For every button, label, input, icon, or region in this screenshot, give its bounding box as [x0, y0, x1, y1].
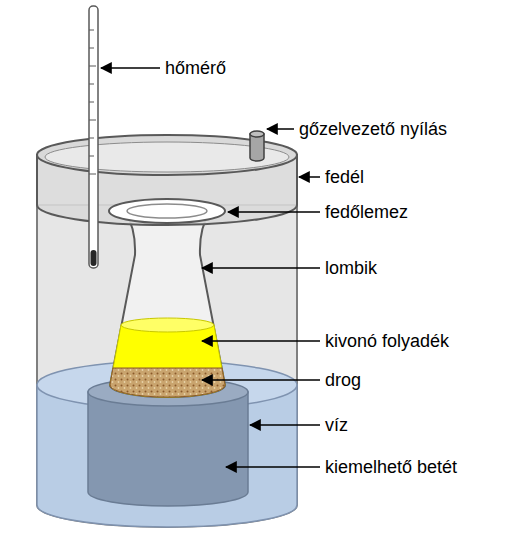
thermometer	[89, 6, 98, 268]
part-label: gőzelvezető nyílás	[299, 118, 447, 140]
cover-plate	[109, 199, 225, 223]
part-label: víz	[325, 414, 348, 436]
vessel	[37, 205, 297, 527]
part-label: lombik	[325, 257, 377, 279]
part-label: fedél	[325, 166, 364, 188]
part-label: hőmérő	[165, 57, 226, 79]
leader-arrows	[101, 68, 320, 467]
vapour-outlet	[250, 131, 264, 161]
part-label: kiemelhető betét	[325, 456, 457, 478]
water	[37, 361, 297, 527]
flask	[110, 212, 225, 397]
part-label: fedőlemez	[325, 201, 408, 223]
part-label: kivonó folyadék	[325, 330, 449, 352]
part-label: drog	[325, 369, 361, 391]
